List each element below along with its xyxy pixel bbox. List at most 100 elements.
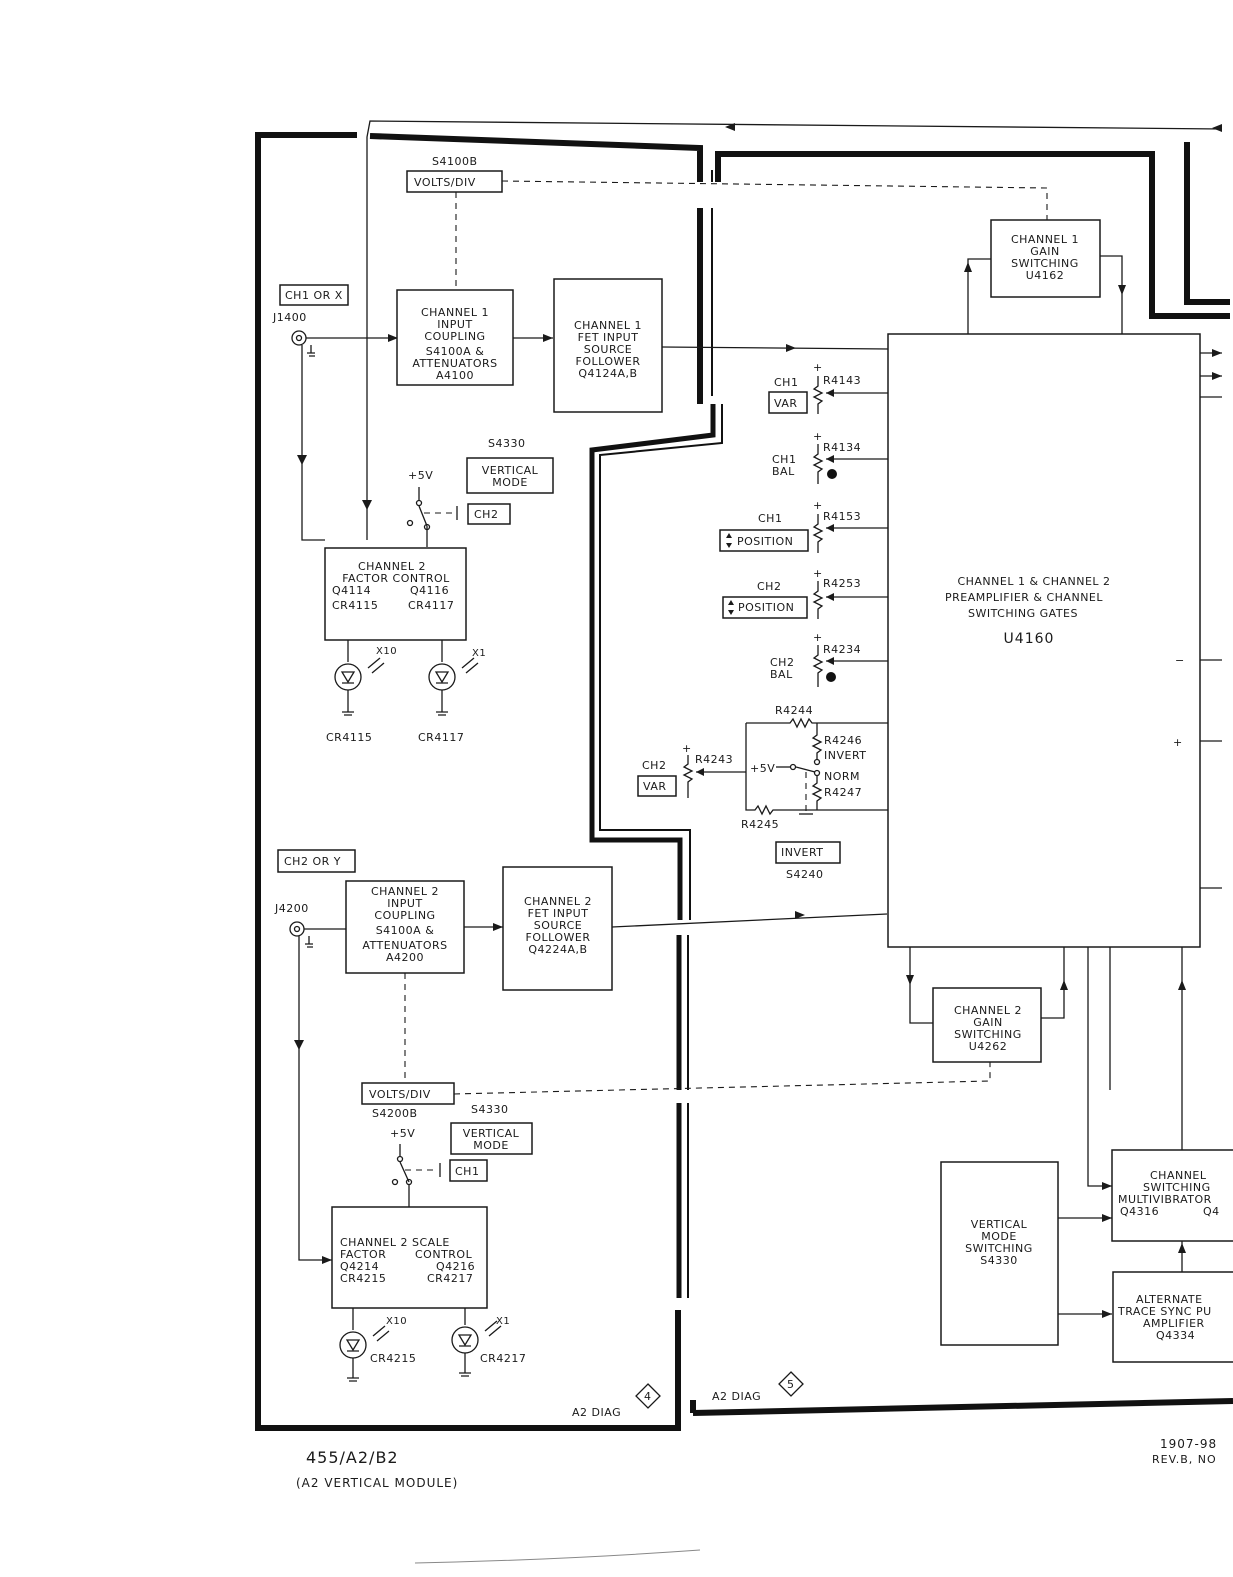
- svg-text:CR4217: CR4217: [480, 1352, 526, 1365]
- ch2-scale-factor-block: CHANNEL 2 SCALE FACTOR CONTROL Q4214 Q42…: [331, 1206, 488, 1309]
- svg-text:BAL: BAL: [770, 668, 793, 681]
- svg-text:J1400: J1400: [272, 311, 307, 324]
- svg-text:TRACE SYNC PU: TRACE SYNC PU: [1117, 1305, 1212, 1318]
- svg-text:CHANNEL 1: CHANNEL 1: [1011, 233, 1079, 246]
- vertical-mode-switching-block: VERTICAL MODE SWITCHING S4330: [940, 1161, 1059, 1346]
- svg-text:S4330: S4330: [471, 1103, 508, 1116]
- svg-text:SWITCHING: SWITCHING: [1143, 1181, 1211, 1194]
- footer-model: 455/A2/B2 (A2 VERTICAL MODULE): [296, 1448, 458, 1490]
- svg-text:R4234: R4234: [823, 643, 861, 656]
- svg-text:GAIN: GAIN: [973, 1016, 1003, 1029]
- svg-text:X10: X10: [386, 1316, 407, 1327]
- svg-text:+: +: [1173, 736, 1183, 749]
- svg-text:S4200B: S4200B: [372, 1107, 418, 1120]
- svg-text:COUPLING: COUPLING: [424, 330, 485, 343]
- svg-text:U4160: U4160: [1004, 631, 1055, 647]
- led-cr4215-icon: X10 CR4215: [339, 1308, 416, 1382]
- svg-text:CHANNEL 2: CHANNEL 2: [371, 885, 439, 898]
- board-divider: [589, 170, 723, 1298]
- svg-text:FET INPUT: FET INPUT: [528, 907, 589, 920]
- svg-text:R4244: R4244: [775, 704, 813, 717]
- svg-text:CHANNEL 2: CHANNEL 2: [524, 895, 592, 908]
- channel-switching-mv-block: CHANNEL SWITCHING MULTIVIBRATOR Q4316 Q4: [1111, 1149, 1233, 1242]
- svg-text:CH1: CH1: [455, 1165, 479, 1178]
- preamp-switching-block: CHANNEL 1 & CHANNEL 2 PREAMPLIFIER & CHA…: [887, 333, 1201, 948]
- svg-text:MODE: MODE: [473, 1139, 509, 1152]
- svg-text:5: 5: [787, 1378, 795, 1391]
- svg-text:CHANNEL 1: CHANNEL 1: [574, 319, 642, 332]
- svg-text:CR4117: CR4117: [418, 731, 464, 744]
- svg-text:VAR: VAR: [643, 780, 667, 793]
- board-outline-left: [255, 132, 703, 1431]
- svg-text:VOLTS/DIV: VOLTS/DIV: [414, 176, 476, 189]
- svg-text:+: +: [813, 567, 823, 580]
- s4330-vertical-mode-a: S4330 VERTICAL MODE +5V CH2: [406, 437, 554, 547]
- board-outline-right: [690, 142, 1233, 1416]
- svg-text:X1: X1: [496, 1316, 510, 1327]
- svg-text:S4100A &: S4100A &: [376, 924, 435, 937]
- svg-text:R4134: R4134: [823, 441, 861, 454]
- svg-text:CR4115: CR4115: [332, 599, 378, 612]
- svg-text:POSITION: POSITION: [737, 535, 793, 548]
- svg-text:S4240: S4240: [786, 868, 823, 881]
- svg-text:CR4215: CR4215: [340, 1272, 386, 1285]
- svg-text:X1: X1: [472, 648, 486, 659]
- svg-text:CR4115: CR4115: [326, 731, 372, 744]
- svg-text:MODE: MODE: [981, 1230, 1017, 1243]
- svg-text:S4330: S4330: [488, 437, 525, 450]
- svg-text:Q4116: Q4116: [410, 584, 449, 597]
- svg-text:AMPLIFIER: AMPLIFIER: [1143, 1317, 1205, 1330]
- svg-text:CR4217: CR4217: [427, 1272, 473, 1285]
- svg-text:SOURCE: SOURCE: [584, 343, 632, 356]
- svg-text:POSITION: POSITION: [738, 601, 794, 614]
- svg-text:MULTIVIBRATOR: MULTIVIBRATOR: [1118, 1193, 1212, 1206]
- svg-text:A2 DIAG: A2 DIAG: [572, 1406, 621, 1419]
- ch2-gain-switching-block: CHANNEL 2 GAIN SWITCHING U4262: [932, 987, 1042, 1063]
- svg-text:CH1: CH1: [772, 453, 796, 466]
- svg-text:S4100B: S4100B: [432, 155, 478, 168]
- svg-text:SWITCHING: SWITCHING: [1011, 257, 1079, 270]
- svg-text:CH1: CH1: [758, 512, 782, 525]
- svg-text:INVERT: INVERT: [781, 846, 824, 859]
- svg-text:455/A2/B2: 455/A2/B2: [306, 1448, 399, 1467]
- svg-text:CH2: CH2: [757, 580, 781, 593]
- svg-text:+5V: +5V: [750, 762, 775, 775]
- ch1-bal-pot: CH1 BAL + R4134: [772, 430, 888, 484]
- svg-text:CR4215: CR4215: [370, 1352, 416, 1365]
- svg-text:CHANNEL: CHANNEL: [1150, 1169, 1207, 1182]
- svg-text:(A2 VERTICAL MODULE): (A2 VERTICAL MODULE): [296, 1476, 458, 1490]
- led-cr4115-icon: X10 CR4115: [326, 640, 397, 744]
- svg-text:PREAMPLIFIER & CHANNEL: PREAMPLIFIER & CHANNEL: [945, 591, 1103, 604]
- svg-text:R4247: R4247: [824, 786, 862, 799]
- svg-text:S4100A &: S4100A &: [426, 345, 485, 358]
- s4330-vertical-mode-b: S4330 VERTICAL MODE +5V CH1: [390, 1103, 533, 1207]
- footer-part-number: 1907-98 REV.B, NO: [1152, 1437, 1216, 1466]
- ch1-position-pot: CH1 POSITION + R4153: [719, 499, 888, 553]
- svg-text:X10: X10: [376, 646, 397, 657]
- s4200b-volts-div-switch: VOLTS/DIV S4200B: [361, 973, 991, 1120]
- svg-text:+: +: [813, 631, 823, 644]
- svg-text:GAIN: GAIN: [1030, 245, 1060, 258]
- ch2-var-invert-network: R4244 R4246 INVERT +5V NORM R4247 R4245 …: [637, 704, 888, 881]
- svg-text:Q4316: Q4316: [1120, 1205, 1159, 1218]
- ch1-coupling-block: CHANNEL 1 INPUT COUPLING S4100A & ATTENU…: [396, 289, 514, 386]
- svg-text:ALTERNATE: ALTERNATE: [1136, 1293, 1203, 1306]
- svg-text:SOURCE: SOURCE: [534, 919, 582, 932]
- svg-text:Q4216: Q4216: [436, 1260, 475, 1273]
- svg-text:Q4124A,B: Q4124A,B: [578, 367, 637, 380]
- svg-text:CHANNEL 1: CHANNEL 1: [421, 306, 489, 319]
- svg-text:FACTOR: FACTOR: [340, 1248, 386, 1261]
- svg-text:CH2: CH2: [770, 656, 794, 669]
- diag-5-label: A2 DIAG 5: [712, 1371, 804, 1403]
- ch1-fet-block: CHANNEL 1 FET INPUT SOURCE FOLLOWER Q412…: [553, 278, 663, 413]
- ch2-position-pot: CH2 POSITION + R4253: [722, 567, 888, 619]
- svg-text:+: +: [813, 361, 823, 374]
- svg-text:CHANNEL 1 & CHANNEL 2: CHANNEL 1 & CHANNEL 2: [957, 575, 1110, 588]
- svg-text:FOLLOWER: FOLLOWER: [576, 355, 641, 368]
- svg-text:Q4214: Q4214: [340, 1260, 379, 1273]
- svg-text:BAL: BAL: [772, 465, 795, 478]
- ch2-fet-block: CHANNEL 2 FET INPUT SOURCE FOLLOWER Q422…: [502, 866, 613, 991]
- diag-4-label: A2 DIAG 4: [572, 1383, 661, 1419]
- svg-text:−: −: [1175, 654, 1185, 667]
